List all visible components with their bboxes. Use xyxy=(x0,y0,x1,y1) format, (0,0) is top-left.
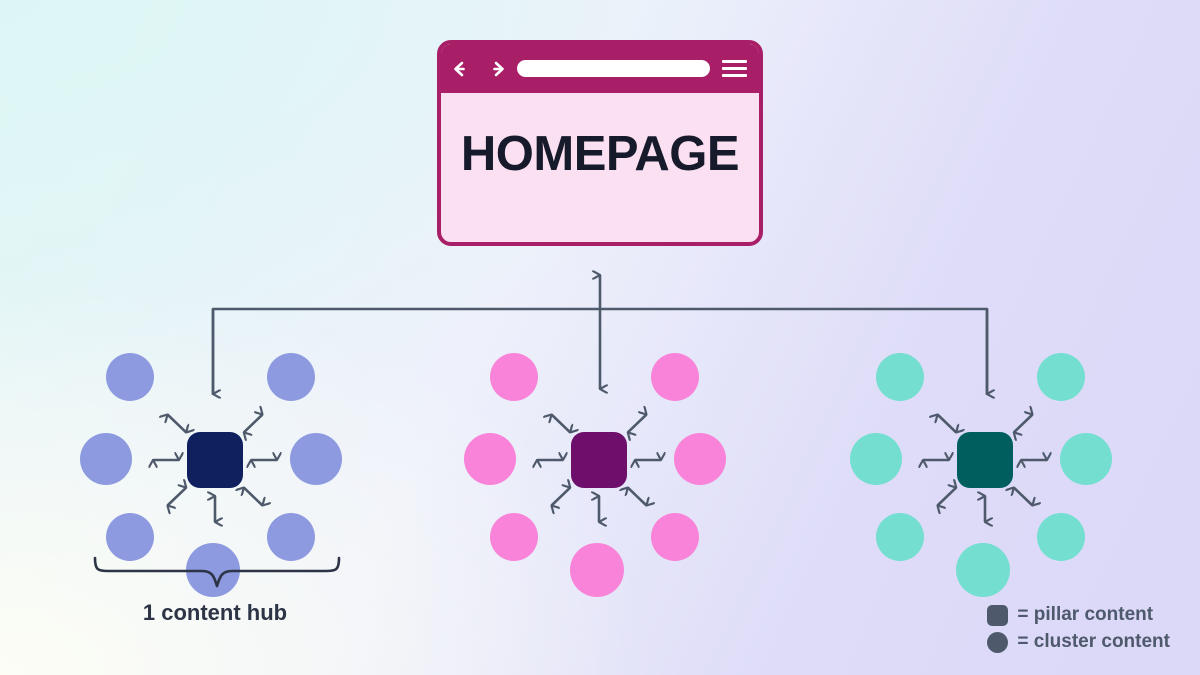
cluster-node[interactable] xyxy=(876,513,924,561)
page-title: HOMEPAGE xyxy=(460,127,740,181)
legend-label-pillar: = pillar content xyxy=(1017,604,1154,625)
teal-hub xyxy=(850,345,1120,597)
cluster-node[interactable] xyxy=(1037,513,1085,561)
cluster-node[interactable] xyxy=(106,513,154,561)
hub-caption: 1 content hub xyxy=(142,600,288,625)
cluster-node[interactable] xyxy=(674,433,726,485)
cluster-node[interactable] xyxy=(1060,433,1112,485)
cluster-node[interactable] xyxy=(1037,353,1085,401)
cluster-node[interactable] xyxy=(267,353,315,401)
pillar-node[interactable] xyxy=(187,432,243,488)
cluster-node[interactable] xyxy=(267,513,315,561)
cluster-node[interactable] xyxy=(290,433,342,485)
cluster-node[interactable] xyxy=(850,433,902,485)
cluster-node[interactable] xyxy=(876,353,924,401)
hamburger-menu-icon[interactable] xyxy=(722,59,747,78)
pillar-swatch-icon xyxy=(987,604,1009,626)
cluster-node[interactable] xyxy=(570,543,624,597)
legend: = pillar content = cluster content xyxy=(987,604,1170,653)
cluster-node[interactable] xyxy=(80,433,132,485)
cluster-node[interactable] xyxy=(651,353,699,401)
cluster-node[interactable] xyxy=(106,353,154,401)
cluster-node[interactable] xyxy=(651,513,699,561)
cluster-swatch-icon xyxy=(987,631,1009,653)
cluster-node[interactable] xyxy=(490,513,538,561)
back-arrow-icon[interactable] xyxy=(453,60,475,78)
homepage-browser-card: HOMEPAGE xyxy=(437,40,763,246)
browser-toolbar xyxy=(441,44,759,93)
cluster-node[interactable] xyxy=(956,543,1010,597)
content-hub-brace xyxy=(93,556,341,588)
cluster-node[interactable] xyxy=(490,353,538,401)
pink-hub xyxy=(464,345,734,597)
cluster-node[interactable] xyxy=(464,433,516,485)
blue-hub xyxy=(80,345,350,597)
url-input[interactable] xyxy=(517,60,710,77)
homepage-body: HOMEPAGE xyxy=(441,93,759,242)
forward-arrow-icon[interactable] xyxy=(483,60,505,78)
pillar-node[interactable] xyxy=(571,432,627,488)
pillar-node[interactable] xyxy=(957,432,1013,488)
legend-item-cluster: = cluster content xyxy=(987,631,1170,653)
legend-item-pillar: = pillar content xyxy=(987,604,1170,626)
legend-label-cluster: = cluster content xyxy=(1017,631,1170,652)
